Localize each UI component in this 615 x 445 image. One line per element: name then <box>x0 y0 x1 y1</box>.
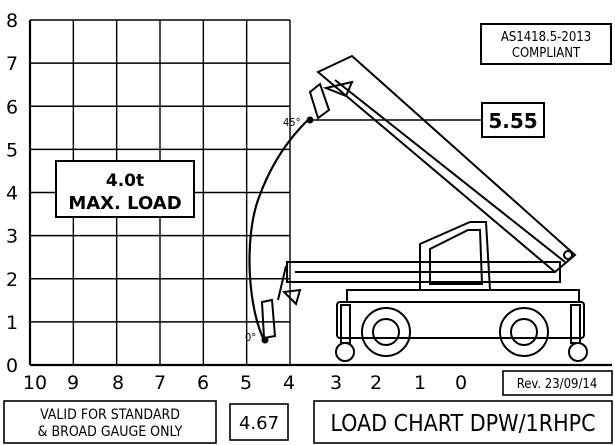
machine-drawing <box>260 54 588 362</box>
x-tick-label: 6 <box>197 372 209 394</box>
attachment-lower <box>260 298 277 340</box>
validity-box <box>3 400 217 444</box>
wheel-front <box>361 307 411 357</box>
cab <box>419 221 492 291</box>
height-value-box <box>481 102 545 138</box>
revision-box <box>502 370 613 396</box>
max-load-label: MAX. LOAD <box>68 193 181 214</box>
x-tick-label: 10 <box>23 372 47 394</box>
chassis-body <box>336 301 585 339</box>
main-boom-raised <box>316 54 577 274</box>
x-tick-label: 7 <box>154 372 166 394</box>
y-tick-label: 2 <box>6 269 18 291</box>
load-chart-title: LOAD CHART DPW/1RHPC <box>330 411 595 437</box>
boom-pivot <box>563 250 573 260</box>
max-load-capacity: 4.0t <box>106 171 144 191</box>
x-tick-label: 5 <box>240 372 252 394</box>
y-tick-label: 6 <box>6 96 18 118</box>
compliance-standard: AS1418.5-2013 <box>501 30 591 45</box>
reach-value: 4.67 <box>239 413 279 434</box>
rear-frame <box>346 289 580 303</box>
x-tick-label: 8 <box>112 372 124 394</box>
cab-window <box>429 229 484 285</box>
boom-tip-arc <box>248 117 311 343</box>
max-load-box <box>55 160 195 218</box>
y-tick-label: 8 <box>6 10 18 32</box>
rail-wheel-right <box>568 342 588 362</box>
y-axis-tick-labels: 0 1 2 3 4 5 6 7 8 <box>6 10 18 377</box>
x-tick-label: 1 <box>414 372 426 394</box>
x-tick-label: 3 <box>330 372 342 394</box>
angle-label-bottom: 0° <box>245 331 256 344</box>
x-tick-label: 0 <box>455 372 467 394</box>
main-boom-lowered <box>286 261 561 283</box>
y-tick-label: 0 <box>6 355 18 377</box>
x-tick-label: 4 <box>283 372 295 394</box>
y-tick-label: 4 <box>6 183 18 205</box>
y-tick-label: 3 <box>6 226 18 248</box>
wheel-rear <box>499 307 549 357</box>
revision-date: Rev. 23/09/14 <box>517 377 598 392</box>
x-tick-label: 9 <box>67 372 79 394</box>
compliance-status: COMPLIANT <box>512 46 581 61</box>
outrigger-right <box>570 304 581 344</box>
title-box <box>313 400 613 444</box>
validity-line-1: VALID FOR STANDARD <box>40 407 180 423</box>
outrigger-left <box>340 304 351 344</box>
compliance-box <box>480 23 612 65</box>
y-tick-label: 5 <box>6 139 18 161</box>
attachment-upper <box>308 82 331 120</box>
arc-point-bottom <box>261 336 269 344</box>
reach-value-box <box>229 403 289 441</box>
rail-wheel-left <box>335 342 355 362</box>
y-tick-label: 7 <box>6 53 18 75</box>
validity-line-2: & BROAD GAUGE ONLY <box>38 424 183 440</box>
height-value: 5.55 <box>488 109 537 133</box>
x-tick-label: 2 <box>370 372 382 394</box>
angle-label-top: 45° <box>283 116 301 129</box>
y-tick-label: 1 <box>6 312 18 334</box>
